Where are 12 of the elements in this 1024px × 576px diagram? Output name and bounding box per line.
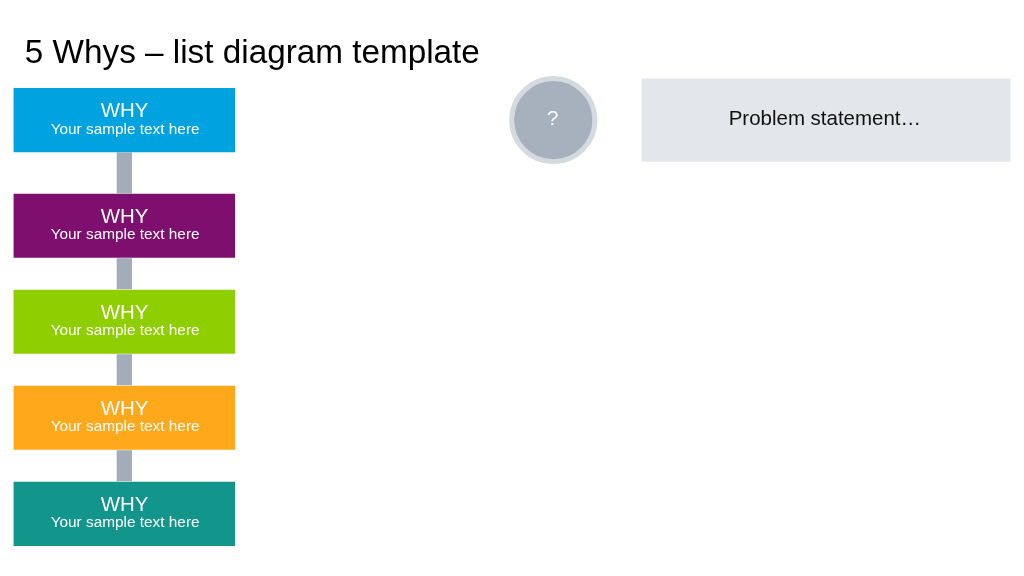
node-box: WHY Your sample text here (13, 193, 236, 258)
connector (116, 151, 132, 194)
connector (116, 353, 132, 385)
node-box: WHY Your sample text here (13, 481, 236, 546)
connector (116, 449, 132, 481)
connector (116, 257, 132, 289)
node-box: WHY Your sample text here (13, 385, 236, 450)
node-box: WHY Your sample text here (13, 87, 236, 152)
node-box: Problem statement… (641, 78, 1011, 162)
node-circle: ? (509, 75, 598, 164)
diagram-title: 5 Whys – list diagram template (24, 32, 480, 70)
node-box: WHY Your sample text here (13, 289, 236, 354)
